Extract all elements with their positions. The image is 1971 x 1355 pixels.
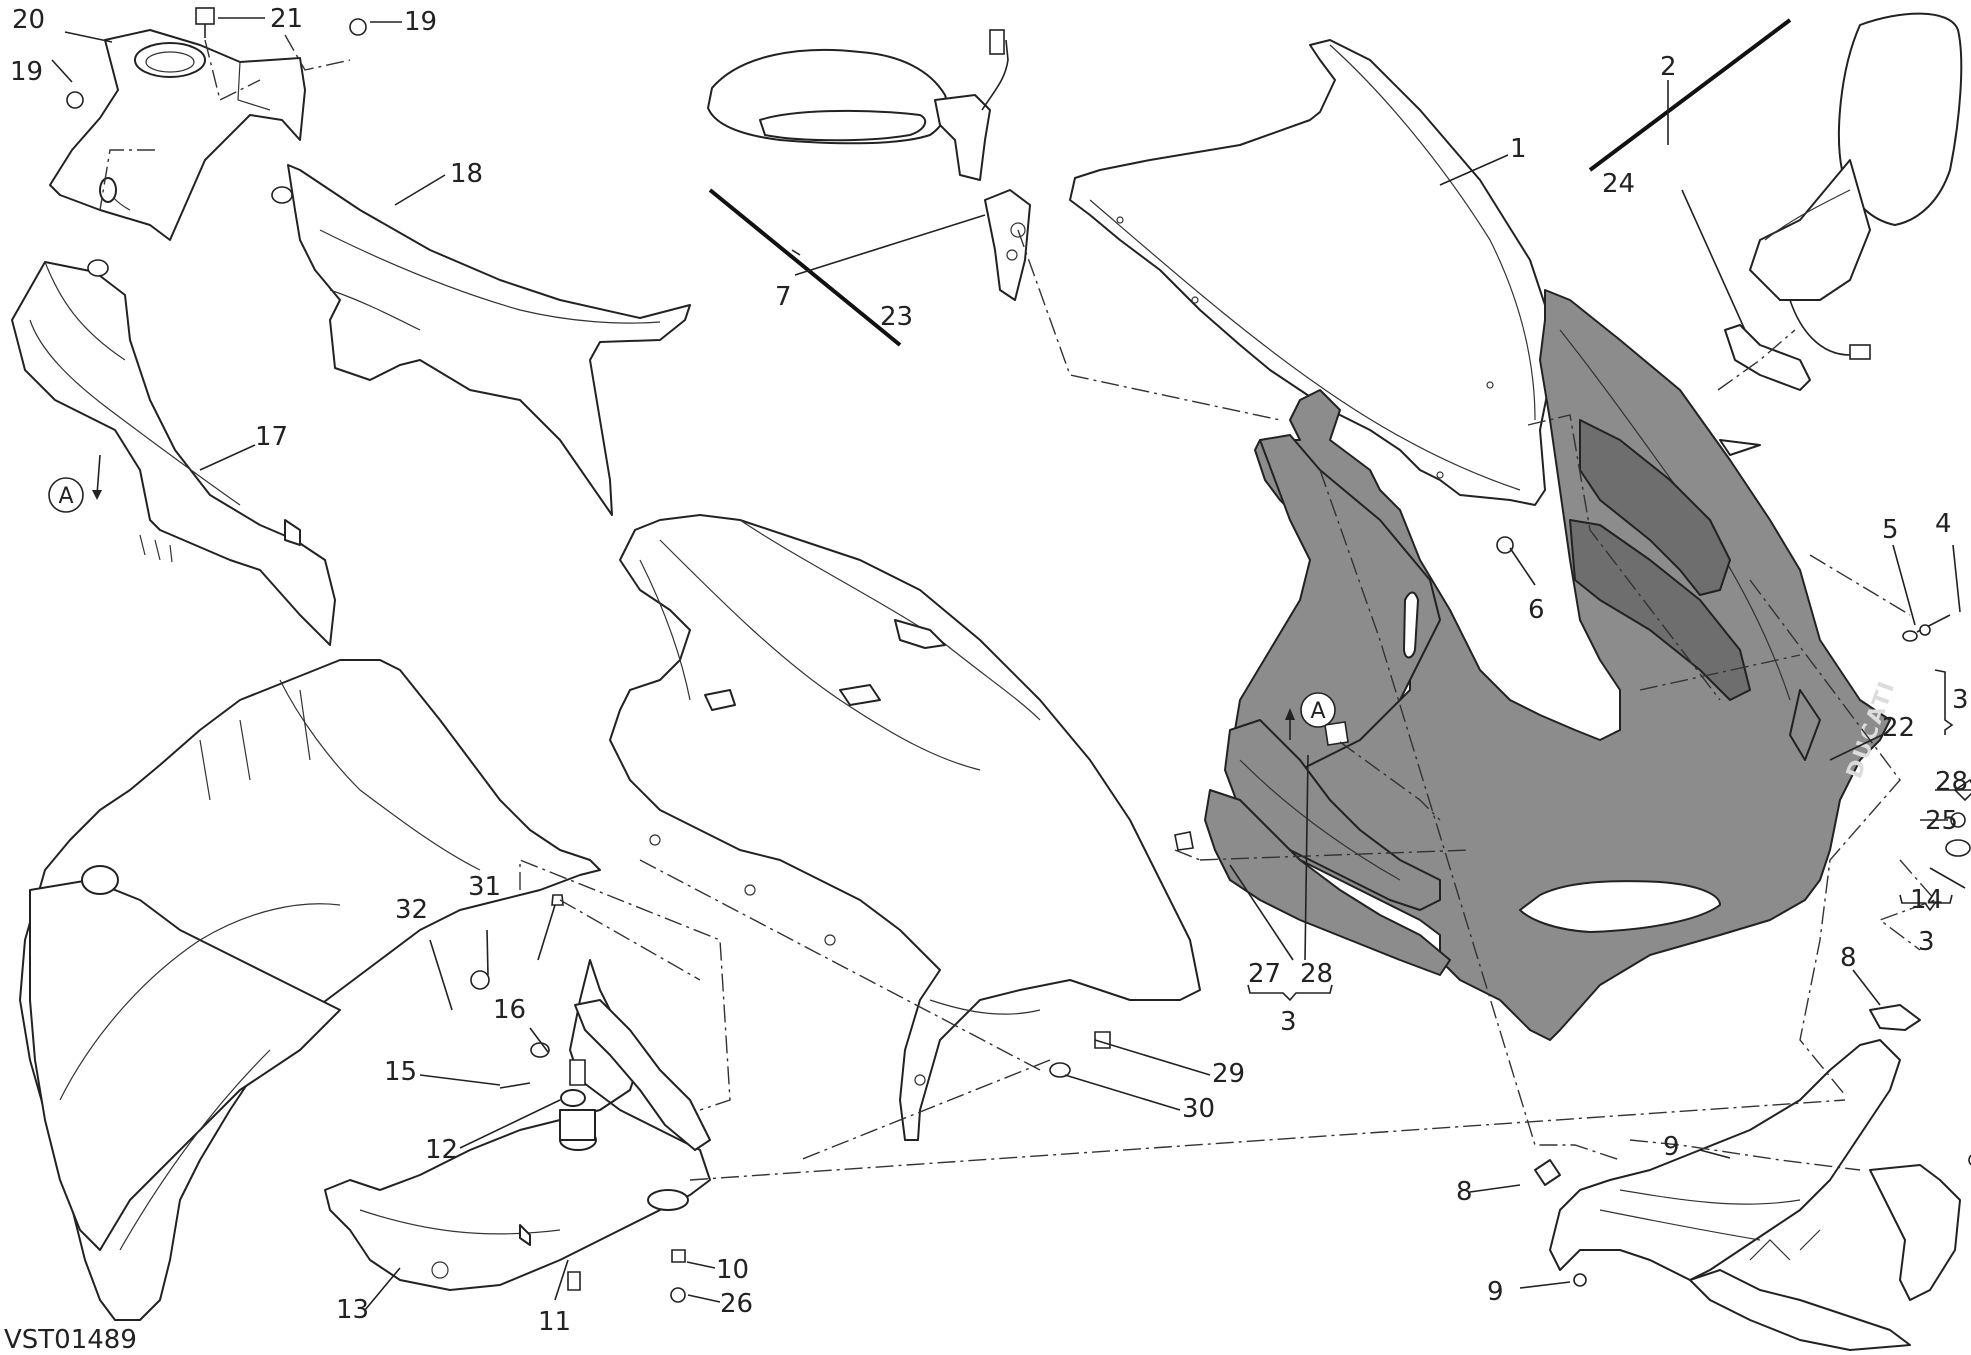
callout-1: 1 (1510, 134, 1527, 164)
callout-18: 18 (450, 159, 483, 189)
callout-15: 15 (384, 1057, 417, 1087)
callout-4: 4 (1935, 509, 1952, 539)
callout-8: 8 (1840, 943, 1857, 973)
assembly-center-lines (99, 34, 1937, 1181)
callout-14: 14 (1910, 885, 1943, 915)
callout-9: 9 (1487, 1277, 1504, 1307)
callout-19: 19 (10, 57, 43, 87)
callout-5: 5 (1882, 515, 1899, 545)
view-marker-a-right-label: A (1310, 699, 1325, 724)
view-marker-a-left (48, 477, 84, 513)
front-fairing-shell: DUCATI (1229, 289, 1901, 1041)
right-mirror (1588, 12, 1963, 391)
callout-20: 20 (12, 5, 45, 35)
callout-21: 21 (270, 4, 303, 34)
callout-10: 10 (716, 1255, 749, 1285)
callout-2: 2 (1660, 52, 1677, 82)
inner-headlight-panel (1569, 519, 1751, 701)
callout-29: 29 (1212, 1059, 1245, 1089)
callout-26: 26 (720, 1289, 753, 1319)
view-marker-a-left-label: A (58, 484, 73, 509)
callout-9: 9 (1663, 1132, 1680, 1162)
callout-3: 3 (1918, 927, 1935, 957)
callout-32: 32 (395, 895, 428, 925)
view-marker-a-right (1300, 692, 1336, 728)
group-brackets (1247, 669, 1954, 1002)
left-mirror (707, 29, 1031, 347)
callout-28: 28 (1935, 767, 1968, 797)
callout-23: 23 (880, 302, 913, 332)
callout-31: 31 (468, 872, 501, 902)
callout-17: 17 (255, 422, 288, 452)
callout-11: 11 (538, 1307, 571, 1337)
left-inner-duct (271, 164, 691, 516)
front-support-bracket (1534, 1004, 1961, 1351)
callout-labels: A A 1 2 3 3 3 4 5 6 7 8 8 9 9 10 11 12 1… (4, 4, 1969, 1355)
callout-8: 8 (1456, 1177, 1473, 1207)
callout-19: 19 (404, 7, 437, 37)
callout-16: 16 (493, 995, 526, 1025)
windscreen (1069, 39, 1551, 506)
left-side-duct (1204, 719, 1451, 976)
clear-inner-fairing (609, 514, 1201, 1141)
left-lower-side-panel (11, 259, 336, 646)
left-inner-frame-panel (19, 659, 601, 1321)
callout-6: 6 (1528, 595, 1545, 625)
callout-3: 3 (1952, 685, 1969, 715)
drawing-code: VST01489 (4, 1325, 137, 1355)
callout-leader-lines (51, 17, 1971, 1311)
callout-3: 3 (1280, 1007, 1297, 1037)
callout-7: 7 (775, 282, 792, 312)
upper-inner-cover (49, 29, 306, 241)
callout-22: 22 (1882, 713, 1915, 743)
callout-25: 25 (1925, 806, 1958, 836)
callout-27: 27 (1248, 959, 1281, 989)
callout-30: 30 (1182, 1094, 1215, 1124)
callout-28: 28 (1300, 959, 1333, 989)
callout-24: 24 (1602, 169, 1635, 199)
callout-13: 13 (336, 1295, 369, 1325)
callout-12: 12 (425, 1135, 458, 1165)
fastener-hardware (66, 7, 1971, 1303)
